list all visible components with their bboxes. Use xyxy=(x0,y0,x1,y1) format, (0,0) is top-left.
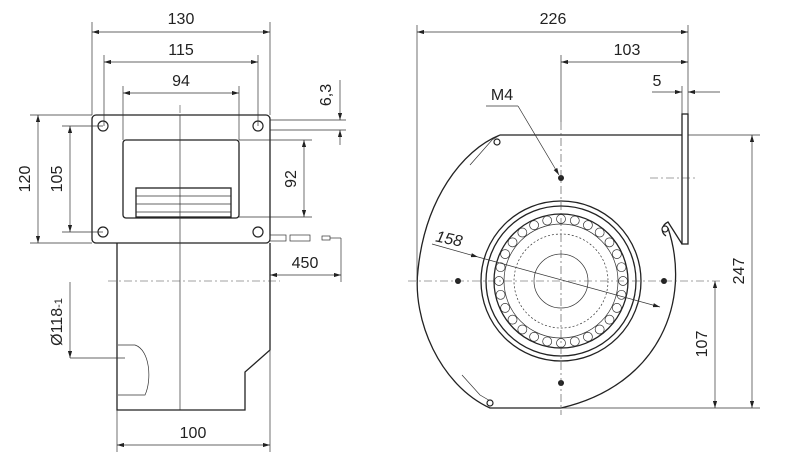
impeller-blade xyxy=(616,262,627,273)
impeller-blade xyxy=(500,303,510,313)
front-view: 226 103 5 M4 158 247 107 xyxy=(408,11,760,415)
mounting-flange xyxy=(91,114,271,244)
housing-body xyxy=(116,243,271,411)
impeller-blade xyxy=(569,215,580,226)
impeller-blade xyxy=(594,324,605,335)
dim-overall-height: 120 xyxy=(17,166,34,193)
impeller-blade xyxy=(616,289,627,300)
dim-hole-spacing-height: 105 xyxy=(49,166,66,193)
impeller-blade xyxy=(517,324,528,335)
dim-center-to-flange: 103 xyxy=(614,42,641,59)
impeller-blade xyxy=(612,303,622,313)
outlet-flange xyxy=(681,113,689,245)
impeller-blade xyxy=(594,227,605,238)
impeller-blade xyxy=(529,332,539,342)
dimension-lines xyxy=(416,25,760,409)
impeller-blade xyxy=(529,220,539,230)
dim-inlet-height: 92 xyxy=(283,170,300,188)
dim-flange-thickness: 5 xyxy=(653,73,662,90)
motor-detail xyxy=(118,344,150,396)
outlet-window xyxy=(122,139,240,219)
dim-cable-length: 450 xyxy=(292,255,319,272)
impeller-blade xyxy=(542,215,553,226)
dim-center-height: 107 xyxy=(694,331,711,358)
dim-overall-width: 226 xyxy=(540,11,567,28)
impeller-blade xyxy=(604,314,615,325)
mounting-hole xyxy=(252,226,264,238)
dim-inlet-width: 94 xyxy=(172,73,190,90)
impeller-blade xyxy=(569,336,580,347)
impeller-blades xyxy=(494,214,628,348)
scroll-housing xyxy=(416,134,682,409)
impeller-blade xyxy=(495,289,506,300)
impeller-blade xyxy=(583,220,593,230)
impeller-blade xyxy=(583,332,593,342)
dim-housing-depth: 100 xyxy=(180,425,207,442)
dim-overall-width: 130 xyxy=(168,11,195,28)
grille xyxy=(135,187,232,218)
impeller-blade xyxy=(517,227,528,238)
impeller-blade xyxy=(500,249,510,259)
thread-label: M4 xyxy=(491,87,513,104)
dim-bolt-circle: 158 xyxy=(434,229,464,251)
cable xyxy=(269,234,341,242)
dim-overall-height: 247 xyxy=(731,258,748,285)
dim-housing-diameter: Ø118-1 xyxy=(49,298,66,346)
impeller-blade xyxy=(542,336,553,347)
side-view: 130 115 94 6,3 120 105 92 450 Ø118-1 100 xyxy=(17,11,346,452)
impeller-blade xyxy=(604,237,615,248)
impeller-blade xyxy=(507,237,518,248)
dimension-lines xyxy=(30,22,346,452)
impeller-blade xyxy=(495,262,506,273)
dim-flange-thickness: 6,3 xyxy=(318,84,335,106)
impeller-blade xyxy=(507,314,518,325)
impeller-blade xyxy=(612,249,622,259)
dim-hole-spacing-width: 115 xyxy=(168,42,194,59)
